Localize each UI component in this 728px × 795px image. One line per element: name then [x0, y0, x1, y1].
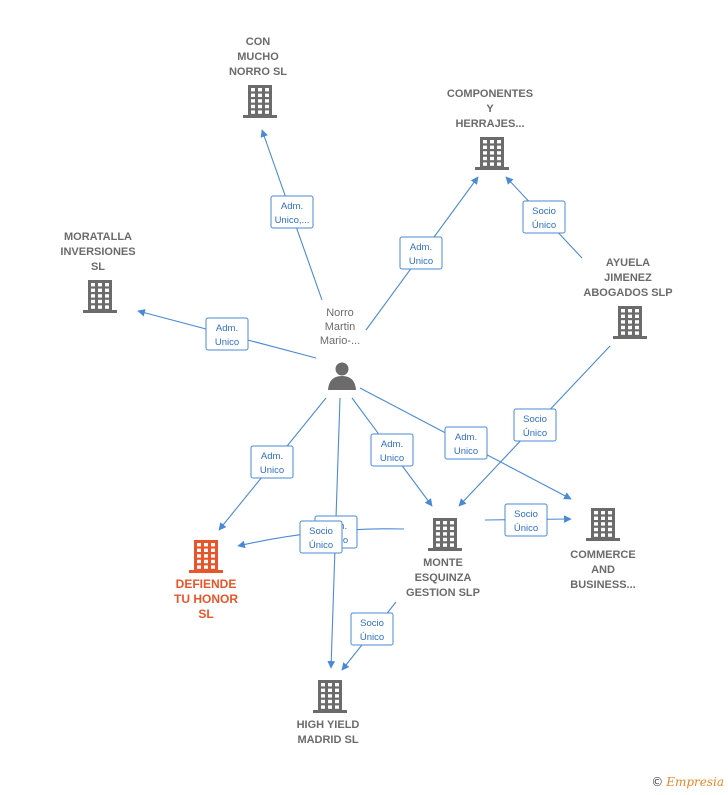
building-icon	[586, 508, 620, 541]
edge-label-box	[270, 195, 314, 229]
person-node-norro[interactable]: NorroMartinMario-...	[320, 307, 360, 390]
edge-label-line: Unico	[409, 256, 433, 267]
edge-label-line: Socio	[523, 414, 547, 425]
building-icon	[189, 540, 223, 573]
building-icon	[83, 280, 117, 313]
company-label-line: JIMENEZ	[604, 272, 652, 284]
edge-label-line: Único	[523, 428, 547, 439]
edge-label-norro-comm[interactable]: Adm. Unico	[444, 426, 488, 460]
company-label-line: MUCHO	[237, 51, 279, 63]
company-label-line: INVERSIONES	[60, 246, 135, 258]
company-label-line: MORATALLA	[64, 231, 132, 243]
edge-label-line: Socio	[360, 618, 384, 629]
edge-label-line: Único	[514, 523, 538, 534]
edge-label-line: Adm.	[410, 242, 432, 253]
edge-label-line: Adm.	[216, 323, 238, 334]
company-label-line: COMMERCE	[570, 549, 635, 561]
brand-logo-text: Empresia	[666, 775, 724, 789]
company-node-comp[interactable]: COMPONENTES Y HERRAJES...	[447, 88, 533, 170]
company-node-con[interactable]: CON MUCHO NORRO SL	[229, 36, 287, 118]
edge-label-line: Adm.	[455, 432, 477, 443]
company-label-line: CON	[246, 36, 271, 48]
edge-label-box	[370, 433, 414, 467]
company-node-mon[interactable]: MONTE ESQUINZA GESTION SLP	[406, 518, 480, 599]
company-label-line: COMPONENTES	[447, 88, 533, 100]
edge-label-line: Socio	[309, 526, 333, 537]
building-icon	[428, 518, 462, 551]
person-label-line: Martin	[325, 321, 356, 333]
company-label-line: Y	[486, 103, 494, 115]
company-node-mor[interactable]: MORATALLA INVERSIONES SL	[60, 231, 136, 313]
edge-label-line: Único	[360, 632, 384, 643]
building-icon	[313, 680, 347, 713]
company-label-line: SL	[198, 607, 213, 621]
company-label-line: MADRID SL	[297, 734, 358, 746]
edge-label-box	[399, 236, 443, 270]
edge-label-norro-mor[interactable]: Adm. Unico	[205, 317, 249, 351]
person-label-line: Mario-...	[320, 335, 360, 347]
edge-label-line: Adm.	[261, 451, 283, 462]
edge-label-line: Unico	[454, 446, 478, 457]
edge-label-line: Adm.	[281, 201, 303, 212]
company-label-line: NORRO SL	[229, 66, 287, 78]
person-label-line: Norro	[326, 307, 354, 319]
edge-label-line: Unico	[215, 337, 239, 348]
edge-label-line: Socio	[514, 509, 538, 520]
company-label-line: ESQUINZA	[415, 572, 472, 584]
person-icon	[328, 362, 356, 390]
company-label-line: SL	[91, 261, 105, 273]
company-label-line: HIGH YIELD	[297, 719, 360, 731]
company-label-line: BUSINESS...	[570, 579, 635, 591]
company-label-line: TU HONOR	[174, 592, 238, 606]
edge-label-box	[513, 408, 557, 442]
edge-label-box	[250, 445, 294, 479]
building-icon	[613, 306, 647, 339]
edge-label-line: Adm.	[381, 439, 403, 450]
company-label-line: AYUELA	[606, 257, 650, 269]
company-label-line: DEFIENDE	[176, 577, 237, 591]
company-node-comm[interactable]: COMMERCE AND BUSINESS...	[570, 508, 636, 591]
building-icon	[243, 85, 277, 118]
edge-label-norro-def[interactable]: Adm. Unico	[250, 445, 294, 479]
edge-label-box	[444, 426, 488, 460]
footer-brand[interactable]: ©Empresia	[651, 775, 724, 789]
company-label-line: MONTE	[423, 557, 463, 569]
edge-label-box	[522, 200, 566, 234]
edge-label-line: Único	[309, 540, 333, 551]
edge-label-box	[299, 520, 343, 554]
edge-label-line: Unico	[260, 465, 284, 476]
edge-label-line: Único	[532, 220, 556, 231]
company-label-line: HERRAJES...	[455, 118, 524, 130]
edge-labels-layer: Adm.Unico,...Adm.UnicoSocioÚnicoAdm.Unic…	[205, 195, 566, 646]
company-label-line: ABOGADOS SLP	[583, 287, 672, 299]
company-label-line: AND	[591, 564, 615, 576]
company-node-ayu[interactable]: AYUELA JIMENEZ ABOGADOS SLP	[583, 257, 673, 339]
edge-label-line: Unico	[380, 453, 404, 464]
company-node-high[interactable]: HIGH YIELD MADRID SL	[297, 680, 360, 746]
edge-label-box	[350, 612, 394, 646]
edge-label-box	[504, 503, 548, 537]
edge-label-line: Socio	[532, 206, 556, 217]
edge-label-norro-con[interactable]: Adm. Unico,...	[270, 195, 314, 229]
edge-label-norro-comp[interactable]: Adm. Unico	[399, 236, 443, 270]
building-icon	[475, 137, 509, 170]
copyright-icon: ©	[651, 775, 664, 789]
edge-label-box	[205, 317, 249, 351]
edge-label-norro-mon[interactable]: Adm. Unico	[370, 433, 414, 467]
company-label-line: GESTION SLP	[406, 587, 480, 599]
edge-label-line: Unico,...	[275, 215, 310, 226]
